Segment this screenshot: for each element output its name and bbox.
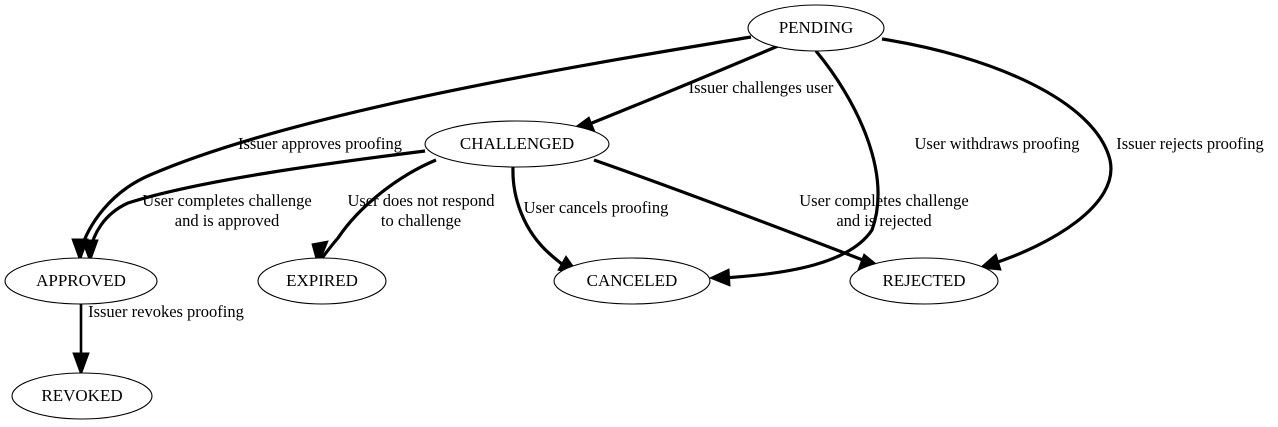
node-rejected-ellipse[interactable] (849, 257, 999, 305)
edge-pending-canceled-path (721, 49, 880, 280)
edge-pending-approved-hit[interactable] (80, 37, 751, 252)
node-expired[interactable]: EXPIRED (257, 257, 387, 305)
edge-challenged-rejected-hit[interactable] (594, 160, 868, 262)
edge-pending-rejected-path (881, 37, 1113, 266)
node-revoked-ellipse[interactable] (11, 372, 153, 420)
edge-approved-revoked-label: Issuer revokes proofing (88, 302, 244, 321)
node-pending[interactable]: PENDING (747, 4, 885, 52)
edge-challenged-approved-label-line2: and is approved (175, 211, 280, 230)
node-challenged-ellipse[interactable] (424, 120, 610, 168)
node-revoked[interactable]: REVOKED (11, 372, 153, 420)
edge-approved-revoked-arrowhead (72, 352, 90, 377)
edge-challenged-canceled-hit[interactable] (513, 167, 570, 270)
edge-challenged-expired-hit[interactable] (322, 160, 436, 258)
edge-pending-rejected-hit[interactable] (882, 39, 1111, 264)
edge-approved-revoked[interactable]: Issuer revokes proofing (72, 302, 244, 377)
edge-pending-approved-path (78, 35, 752, 253)
edge-challenged-expired-arrowhead (311, 240, 329, 268)
node-challenged[interactable]: CHALLENGED (424, 120, 610, 168)
node-canceled-ellipse[interactable] (553, 257, 711, 305)
edge-challenged-rejected-path (593, 158, 869, 264)
edge-pending-rejected-label: Issuer rejects proofing (1116, 134, 1264, 153)
node-approved-ellipse[interactable] (4, 257, 158, 305)
edge-pending-canceled-label: User withdraws proofing (915, 134, 1080, 153)
node-pending-ellipse[interactable] (747, 4, 885, 52)
edge-challenged-approved-path (88, 149, 426, 253)
edge-pending-rejected[interactable]: Issuer rejects proofing (881, 37, 1264, 271)
edge-challenged-rejected[interactable]: User completes challenge and is rejected (593, 158, 969, 271)
edge-pending-canceled-hit[interactable] (722, 51, 878, 278)
edge-challenged-expired-path (320, 158, 437, 259)
edge-pending-canceled-arrowhead (708, 268, 731, 287)
node-expired-ellipse[interactable] (257, 257, 387, 305)
edge-challenged-rejected-label-line2: and is rejected (836, 211, 932, 230)
edge-challenged-expired[interactable]: User does not respond to challenge (311, 158, 495, 268)
edge-challenged-canceled-label: User cancels proofing (524, 198, 669, 217)
node-canceled[interactable]: CANCELED (553, 257, 711, 305)
node-rejected[interactable]: REJECTED (849, 257, 999, 305)
edge-challenged-expired-label-line2: to challenge (381, 211, 461, 230)
node-approved[interactable]: APPROVED (4, 257, 158, 305)
edge-challenged-approved-arrowhead (81, 239, 99, 264)
edge-pending-rejected-arrowhead (978, 253, 1002, 271)
edge-pending-challenged-path (581, 44, 779, 129)
